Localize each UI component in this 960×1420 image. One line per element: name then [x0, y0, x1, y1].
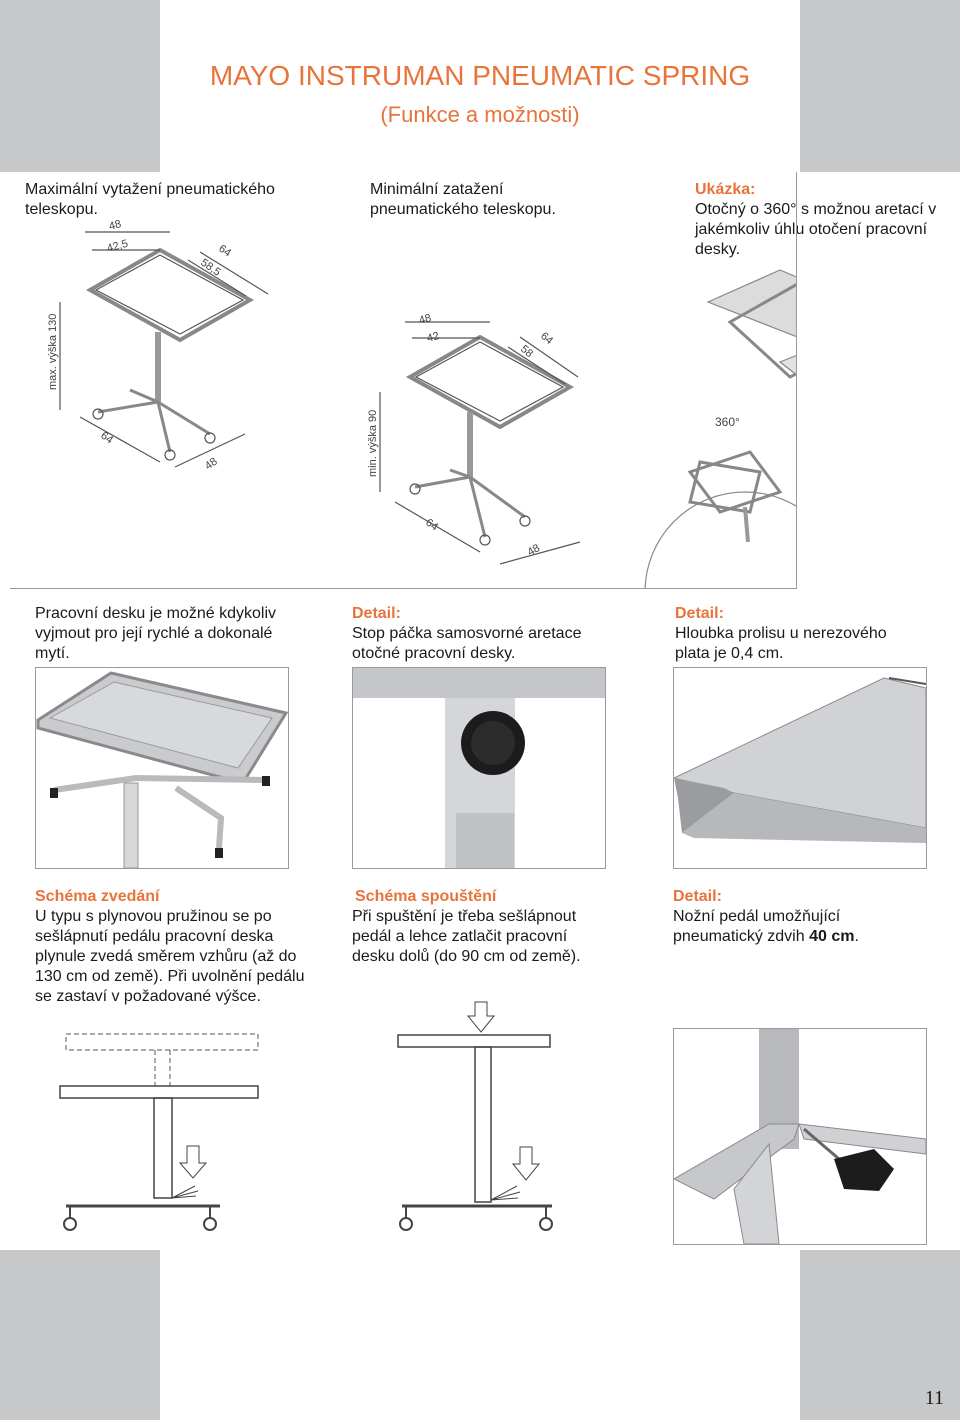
removable-tray-text: Pracovní desku je možné kdykoliv vyjmout… — [35, 605, 276, 662]
right-gray-band-top — [800, 0, 960, 172]
lower-scheme-text: Při spuštění je třeba sešlápnout pedál a… — [352, 908, 581, 965]
foot-pedal-image — [673, 1028, 927, 1245]
stop-lever-image — [352, 667, 606, 869]
page-title: MAYO INSTRUMAN PNEUMATIC SPRING — [209, 60, 751, 91]
dim-base-a-max: 64 — [98, 430, 115, 447]
stop-lever-text: Stop páčka samosvorné aretace otočné pra… — [352, 625, 582, 662]
lower-scheme-heading: Schéma spouštění — [355, 888, 497, 905]
pedal-lift-value: 40 cm — [809, 928, 855, 945]
tray-depth-text: Hloubka prolisu u nerezového plata je 0,… — [675, 625, 887, 662]
pedal-text-suffix: . — [854, 928, 859, 945]
pedal-text-line: Nožní pedál umožňující pneumatický zdvih… — [673, 907, 893, 947]
dim-base-a-min: 64 — [423, 517, 440, 534]
max-extension-text: Maximální vytažení pneumatického telesko… — [25, 181, 275, 218]
lift-scheme-heading: Schéma zvedání — [35, 888, 160, 905]
dim-top-a-max: 48 — [108, 218, 123, 233]
bottom-white-block — [160, 1250, 800, 1420]
rotation-text: Otočný o 360° s možnou aretací v jakémko… — [695, 201, 937, 258]
dim-base-b-min: 48 — [526, 542, 543, 559]
table-drawings-svg: 48 42,5 58,5 64 max. výška 130 64 48 48 … — [47, 218, 796, 588]
dim-top-b-max: 42,5 — [106, 238, 130, 255]
dim-top-b-min: 42 — [426, 330, 441, 345]
stop-lever-heading: Detail: — [352, 605, 401, 622]
rotation-label: 360° — [715, 415, 740, 429]
dim-height-min: min. výška 90 — [367, 410, 379, 477]
min-retraction-text: Minimální zatažení pneumatického telesko… — [370, 181, 556, 218]
tray-depth-heading: Detail: — [675, 605, 724, 622]
dim-diag-b-min: 64 — [538, 330, 555, 347]
drawings-panel: 48 42,5 58,5 64 max. výška 130 64 48 48 … — [10, 172, 797, 589]
tray-depth-image — [673, 667, 927, 869]
page-subtitle: (Funkce a možnosti) — [380, 102, 580, 127]
pedal-text: Nožní pedál umožňující pneumatický zdvih — [673, 908, 841, 945]
dim-base-b-max: 48 — [203, 456, 220, 473]
example-heading: Ukázka: — [695, 181, 756, 198]
lift-scheme-drawing — [30, 1028, 302, 1243]
lower-scheme-drawing — [352, 1000, 614, 1243]
page-number: 11 — [924, 1387, 944, 1409]
pedal-heading: Detail: — [673, 888, 722, 905]
dim-diag-b-max: 64 — [216, 243, 233, 260]
left-gray-band-top — [0, 0, 160, 172]
dim-height-max: max. výška 130 — [47, 314, 59, 390]
removable-tray-image — [35, 667, 289, 869]
dim-top-a-min: 48 — [418, 312, 433, 327]
lift-scheme-text: U typu s plynovou pružinou se po sešlápn… — [35, 908, 305, 1005]
